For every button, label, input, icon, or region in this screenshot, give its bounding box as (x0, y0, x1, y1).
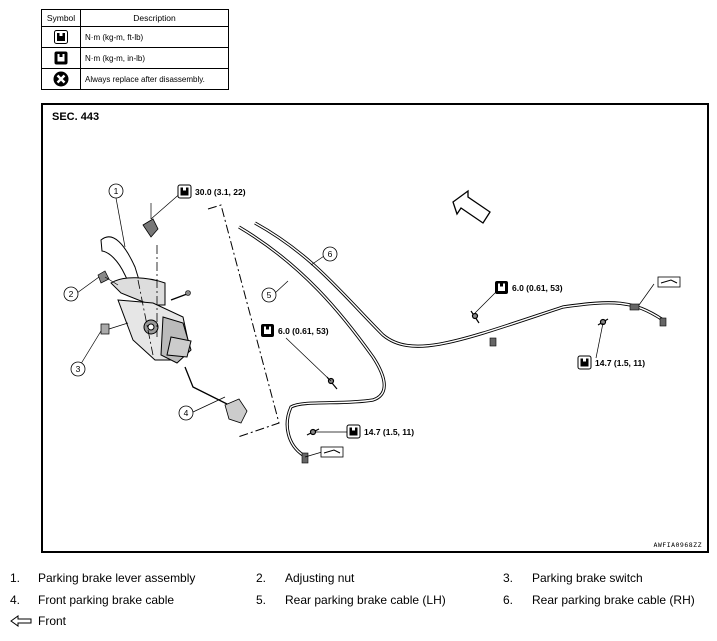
torque-wrench-ftlb-icon (54, 30, 68, 44)
torque-wrench-inlb-icon (54, 51, 68, 65)
callout-3: 3 (70, 361, 86, 377)
svg-text:6.0 (0.61, 53): 6.0 (0.61, 53) (278, 326, 329, 336)
parking-brake-lever (100, 236, 192, 364)
part-number-1: 1. (10, 571, 21, 585)
rear-cable-rh (254, 221, 664, 348)
callout-2: 2 (63, 286, 79, 302)
legend-header-symbol: Symbol (41, 9, 81, 27)
view-mark-lh (320, 446, 344, 458)
part-number-3: 3. (503, 571, 514, 585)
part-number-4: 4. (10, 593, 21, 607)
adjusting-nut (97, 270, 119, 286)
legend-desc-inlb: N·m (kg-m, in-lb) (80, 47, 229, 69)
rear-cable-lh (238, 225, 386, 457)
svg-text:5: 5 (267, 290, 272, 300)
part-name-6: Rear parking brake cable (RH) (532, 593, 695, 607)
part-number-2: 2. (256, 571, 267, 585)
view-mark-rh (657, 276, 681, 288)
part-number-6: 6. (503, 593, 514, 607)
torque-label-lh-rear: 14.7 (1.5, 11) (346, 424, 414, 439)
svg-text:14.7 (1.5, 11): 14.7 (1.5, 11) (595, 358, 645, 368)
callout-6: 6 (322, 246, 338, 262)
parking-brake-switch (100, 322, 129, 335)
lever-bolt (170, 290, 191, 301)
svg-text:6: 6 (328, 249, 333, 259)
front-cable-outline (207, 204, 280, 438)
front-legend: Front (10, 614, 66, 628)
torque-label-lh-bolt: 6.0 (0.61, 53) (261, 324, 329, 337)
front-arrow-icon (10, 615, 32, 627)
parking-brake-diagram: 1 2 3 4 5 6 30.0 (3.1, 22) 6.0 (0 (63, 183, 681, 464)
svg-text:30.0 (3.1, 22): 30.0 (3.1, 22) (195, 187, 246, 197)
torque-label-rh-rear: 14.7 (1.5, 11) (577, 355, 645, 370)
svg-text:2: 2 (69, 289, 74, 299)
diagram-frame: SEC. 443 AWFIA0968ZZ (41, 103, 709, 553)
svg-text:14.7 (1.5, 11): 14.7 (1.5, 11) (364, 427, 414, 437)
svg-text:4: 4 (184, 408, 189, 418)
cable-end-fittings (301, 303, 667, 464)
svg-text:1: 1 (114, 186, 119, 196)
legend-desc-replace: Always replace after disassembly. (80, 68, 229, 90)
lever-mount-nut (142, 203, 159, 238)
front-label: Front (38, 614, 67, 628)
part-name-3: Parking brake switch (532, 571, 643, 585)
legend-desc-ftlb: N·m (kg-m, ft-lb) (80, 26, 229, 48)
callout-4: 4 (178, 405, 194, 421)
part-name-4: Front parking brake cable (38, 593, 175, 607)
figure-code: AWFIA0968ZZ (653, 541, 702, 549)
torque-label-rh-bolt: 6.0 (0.61, 53) (495, 281, 563, 294)
svg-text:3: 3 (76, 364, 81, 374)
callout-1: 1 (108, 183, 124, 199)
part-name-5: Rear parking brake cable (LH) (285, 593, 446, 607)
part-name-2: Adjusting nut (285, 571, 355, 585)
front-parking-brake-cable (184, 366, 248, 424)
part-number-5: 5. (256, 593, 267, 607)
replace-x-icon (53, 71, 69, 87)
svg-text:6.0 (0.61, 53): 6.0 (0.61, 53) (512, 283, 563, 293)
section-label: SEC. 443 (52, 111, 100, 123)
symbol-legend-table: Symbol Description N·m (kg-m, ft-lb) N·m… (41, 9, 229, 90)
front-direction-arrow (452, 189, 491, 224)
callout-5: 5 (261, 287, 277, 303)
part-name-1: Parking brake lever assembly (38, 571, 196, 585)
legend-header-description: Description (80, 9, 229, 27)
torque-label-lever-nut: 30.0 (3.1, 22) (177, 184, 246, 199)
